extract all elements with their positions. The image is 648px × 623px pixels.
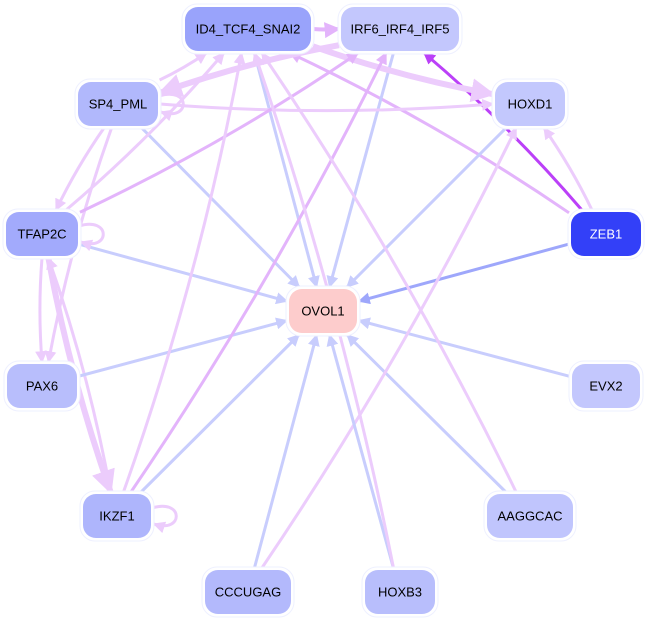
edge-zeb1-to-ovol1[interactable]	[357, 242, 570, 305]
edge-ikzf1-to-id4_tcf4_snai2[interactable]	[122, 51, 246, 493]
node-label: AAGGCAC	[497, 508, 562, 523]
node-label: ZEB1	[590, 226, 623, 241]
edge-hoxb3-to-ovol1[interactable]	[326, 333, 395, 569]
edge-sp4_pml-to-ovol1[interactable]	[140, 126, 301, 289]
node-evx2[interactable]: EVX2	[568, 360, 644, 412]
node-box[interactable]	[572, 364, 640, 408]
node-zeb1[interactable]: ZEB1	[567, 208, 645, 260]
node-label: EVX2	[589, 378, 622, 393]
node-hoxd1[interactable]: HOXD1	[491, 78, 569, 130]
edge-tfap2c-to-ovol1[interactable]	[79, 242, 289, 305]
node-label: HOXB3	[378, 584, 422, 599]
edge-tfap2c-to-irf6_irf4_irf5[interactable]	[79, 51, 360, 214]
node-box[interactable]	[185, 7, 311, 51]
node-label: HOXD1	[508, 96, 553, 111]
edge-zeb1-to-hoxd1[interactable]	[542, 127, 594, 211]
node-box[interactable]	[205, 570, 291, 614]
edge-cccugag-to-ovol1[interactable]	[252, 333, 320, 569]
edge-hoxd1-to-ovol1[interactable]	[345, 126, 508, 289]
node-aaggcac[interactable]: AAGGCAC	[483, 490, 577, 542]
node-tfap2c[interactable]: TFAP2C	[2, 208, 82, 260]
node-label: PAX6	[26, 378, 58, 393]
node-pax6[interactable]: PAX6	[3, 360, 81, 412]
edge-zeb1-to-id4_tcf4_snai2[interactable]	[288, 51, 570, 215]
edge-evx2-to-ovol1[interactable]	[357, 317, 571, 378]
edge-tfap2c-to-id4_tcf4_snai2[interactable]	[65, 52, 226, 212]
node-irf6-irf4-irf5[interactable]: IRF6_IRF4_IRF5	[337, 3, 463, 55]
edge-id4_tcf4_snai2-to-hoxd1[interactable]	[312, 43, 496, 103]
edge-aaggcac-to-ovol1[interactable]	[346, 333, 507, 494]
node-hoxb3[interactable]: HOXB3	[361, 566, 439, 618]
node-box[interactable]	[83, 494, 151, 538]
node-box[interactable]	[571, 212, 641, 256]
node-id4-tcf4-snai2[interactable]: ID4_TCF4_SNAI2	[181, 3, 315, 55]
edge-id4_tcf4_snai2-to-irf6_irf4_irf5[interactable]	[312, 22, 341, 39]
node-label: CCCUGAG	[215, 584, 281, 599]
node-ovol1[interactable]: OVOL1	[285, 285, 361, 337]
node-box[interactable]	[78, 82, 158, 126]
node-box[interactable]	[341, 7, 459, 51]
edge-pax6-to-ovol1[interactable]	[78, 317, 289, 378]
edge-sp4_pml-to-tfap2c[interactable]	[54, 127, 106, 212]
node-label: TFAP2C	[17, 226, 66, 241]
edge-ikzf1-to-ovol1[interactable]	[140, 333, 300, 494]
node-box[interactable]	[487, 494, 573, 538]
node-box[interactable]	[7, 364, 77, 408]
node-label: OVOL1	[301, 303, 344, 318]
node-cccugag[interactable]: CCCUGAG	[201, 566, 295, 618]
edge-ikzf1-to-irf6_irf4_irf5[interactable]	[129, 51, 388, 493]
node-box[interactable]	[289, 289, 357, 333]
node-label: IRF6_IRF4_IRF5	[351, 21, 450, 36]
edge-irf6_irf4_irf5-to-ovol1[interactable]	[326, 52, 395, 289]
edge-tfap2c-to-pax6[interactable]	[35, 257, 48, 364]
edge-sp4_pml-to-hoxd1[interactable]	[159, 98, 495, 113]
node-label: ID4_TCF4_SNAI2	[196, 21, 301, 36]
edge-sp4_pml-to-id4_tcf4_snai2[interactable]	[158, 51, 208, 82]
edge-id4_tcf4_snai2-to-ovol1[interactable]	[252, 52, 320, 289]
node-ikzf1[interactable]: IKZF1	[79, 490, 155, 542]
node-label: SP4_PML	[89, 96, 148, 111]
node-label: IKZF1	[99, 508, 134, 523]
node-box[interactable]	[495, 82, 565, 126]
edge-aaggcac-to-id4_tcf4_snai2[interactable]	[260, 52, 518, 493]
edge-ikzf1-to-ikzf1[interactable]	[151, 504, 178, 534]
edge-tfap2c-to-tfap2c[interactable]	[78, 222, 105, 252]
edge-cccugag-to-hoxd1[interactable]	[260, 126, 518, 569]
node-box[interactable]	[6, 212, 78, 256]
node-sp4-pml[interactable]: SP4_PML	[74, 78, 162, 130]
node-box[interactable]	[365, 570, 435, 614]
